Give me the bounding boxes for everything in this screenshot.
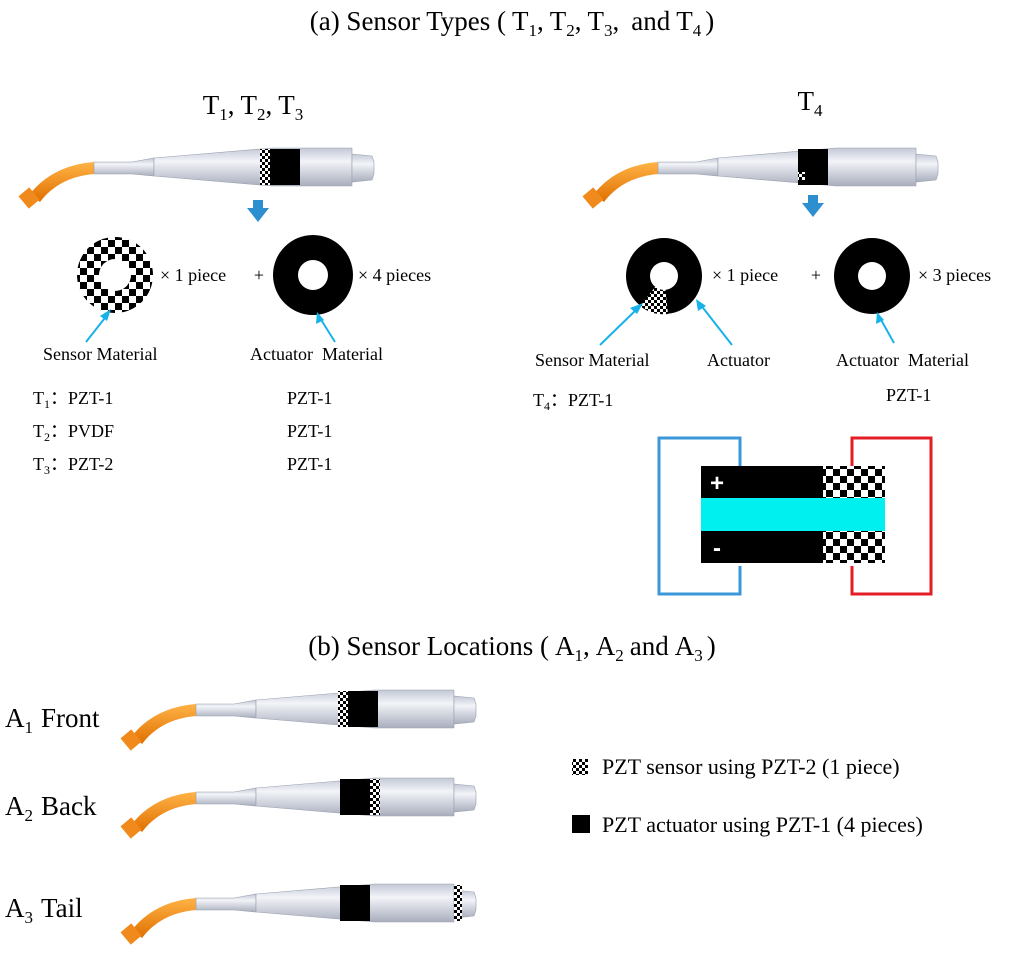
actuator-label-small: Actuator <box>707 350 770 370</box>
handpiece-a1-front <box>120 689 477 751</box>
sensor-band <box>260 149 270 185</box>
black-square-icon <box>572 815 590 833</box>
row-t3-label: T3：PZT-2 <box>33 454 113 477</box>
actuator-band <box>340 885 370 921</box>
cyan-core <box>701 498 885 531</box>
actuator-qty-right: × 3 pieces <box>918 265 991 285</box>
legend: PZT sensor using PZT-2 (1 piece) PZT act… <box>572 754 923 837</box>
checker-icon <box>572 759 588 775</box>
actuator-ring-right <box>834 238 910 314</box>
sensor-material-label-left: Sensor Material <box>43 344 157 364</box>
actuator-ring-left <box>273 235 353 315</box>
sensor-patch <box>798 172 805 180</box>
handpiece-a2-back <box>120 777 477 839</box>
row-t4-label: T4：PZT-1 <box>533 390 613 413</box>
actuator-band <box>270 149 300 185</box>
pointer-actuator-small <box>696 299 733 346</box>
sensor-qty-left: × 1 piece <box>160 265 226 285</box>
plus-right: + <box>811 265 821 285</box>
handpiece-left <box>18 147 375 209</box>
electrode-circuit-diagram: + - <box>657 436 933 596</box>
sensor-ring-checker <box>77 237 153 313</box>
pointer-sensor-right <box>599 303 643 346</box>
row-t1-label: T1：PZT-1 <box>33 388 113 411</box>
handpiece-a3-tail <box>120 883 477 945</box>
legend-actuator-text: PZT actuator using PZT-1 (4 pieces) <box>602 812 923 837</box>
actuator-band <box>348 691 378 727</box>
upper-actuator-layer <box>701 466 823 498</box>
actuator-material-label-right: Actuator Material <box>836 350 969 370</box>
plus-sign: + <box>710 470 724 497</box>
red-wire <box>850 436 933 596</box>
material-table-left: T1：PZT-1 PZT-1 T2：PVDF PZT-1 T3：PZT-2 PZ… <box>33 388 332 477</box>
down-arrow-right <box>802 195 824 217</box>
sensor-band <box>454 885 462 921</box>
actuator-material-label-left: Actuator Material <box>250 344 383 364</box>
row-t2-label: T2：PVDF <box>33 421 114 444</box>
row-t2-actuator: PZT-1 <box>287 421 332 441</box>
pointer-actuator-right <box>876 312 895 344</box>
handpiece-right <box>582 147 939 209</box>
right-group-heading: T4 <box>798 86 824 120</box>
minus-sign: - <box>713 535 721 562</box>
row-t3-actuator: PZT-1 <box>287 454 332 474</box>
sensor-qty-right: × 1 piece <box>712 265 778 285</box>
left-group-heading: T1,T2,T3 <box>203 90 304 124</box>
pointer-actuator-left <box>316 312 336 343</box>
pointer-sensor-left <box>85 309 111 343</box>
sensor-band <box>338 691 348 727</box>
actuator-qty-left: × 4 pieces <box>358 265 431 285</box>
lower-sensor-layer <box>823 531 885 563</box>
plus-left: + <box>254 265 264 285</box>
sensor-material-label-right: Sensor Material <box>535 350 649 370</box>
legend-sensor-text: PZT sensor using PZT-2 (1 piece) <box>602 754 900 779</box>
lower-actuator-layer <box>701 531 823 563</box>
row-t4-actuator: PZT-1 <box>886 385 931 405</box>
sensor-band <box>370 779 380 815</box>
actuator-band <box>340 779 370 815</box>
blue-wire <box>657 436 742 596</box>
t4-ring <box>626 238 702 315</box>
upper-sensor-layer <box>823 466 885 498</box>
down-arrow-left <box>247 200 269 222</box>
row-t1-actuator: PZT-1 <box>287 388 332 408</box>
